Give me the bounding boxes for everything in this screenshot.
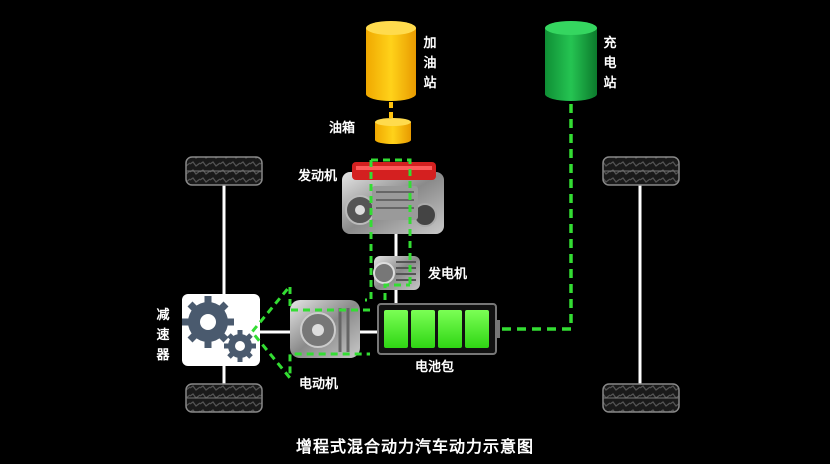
battery-cell [465,310,489,348]
charging-flow-line [502,104,573,331]
gear-icon-large [182,296,234,348]
battery-cell [438,310,462,348]
battery-cells [384,310,489,348]
gear-icon-small [224,330,256,362]
generator-label: 发电机 [428,267,468,282]
battery-cell [411,310,435,348]
wheel-front-right [602,156,680,186]
battery-pack [377,303,500,355]
motor-icon [290,300,360,358]
reducer-label: 减速器 [156,308,170,363]
wheel-front-left [185,156,263,186]
fuel-tank-icon [375,118,411,144]
engine-label: 发动机 [298,169,338,184]
motor-label: 电动机 [299,377,339,392]
gas-station-cylinder [366,21,416,101]
reducer-box [182,294,260,366]
charging-station-cylinder [545,21,597,101]
diagram-title: 增程式混合动力汽车动力示意图 [295,437,534,456]
energy-flow-path [365,158,412,302]
wheel-rear-right [602,383,680,413]
battery-cell [384,310,408,348]
fuel-tank-label: 油箱 [329,121,356,136]
charging-station-label: 充电站 [603,36,617,91]
gas-station-label: 加油站 [423,36,437,91]
engine-icon [342,162,444,234]
wheel-rear-left [185,383,263,413]
battery-label: 电池包 [415,360,455,375]
